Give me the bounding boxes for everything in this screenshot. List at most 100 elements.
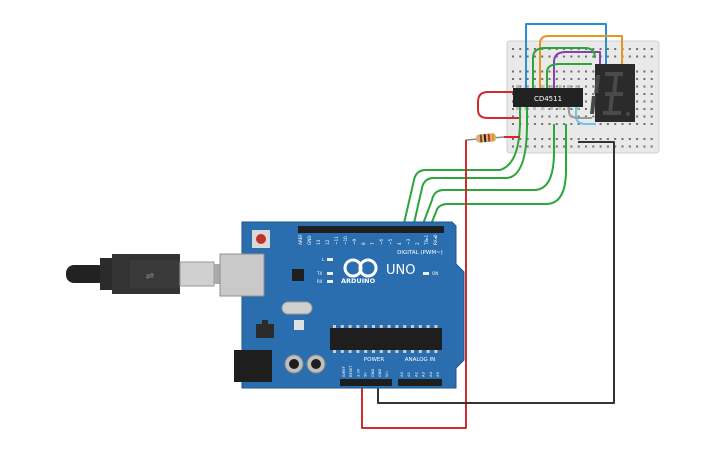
breadboard-hole[interactable] (643, 48, 646, 50)
breadboard-hole[interactable] (585, 100, 587, 103)
breadboard-hole[interactable] (636, 85, 639, 88)
breadboard-hole[interactable] (555, 115, 558, 118)
breadboard-hole[interactable] (606, 55, 609, 58)
breadboard-hole[interactable] (519, 70, 522, 73)
breadboard-hole[interactable] (533, 70, 536, 73)
breadboard-hole[interactable] (563, 145, 566, 148)
chip-pin[interactable] (541, 85, 545, 88)
breadboard-hole[interactable] (577, 55, 580, 58)
breadboard-hole[interactable] (541, 145, 544, 148)
breadboard-hole[interactable] (650, 108, 653, 110)
breadboard-hole[interactable] (570, 108, 573, 110)
breadboard-hole[interactable] (555, 138, 558, 140)
usb-cable[interactable]: ⇌ (66, 254, 220, 294)
breadboard-hole[interactable] (533, 48, 536, 50)
breadboard-hole[interactable] (585, 108, 587, 110)
breadboard-hole[interactable] (555, 108, 558, 110)
breadboard-hole[interactable] (643, 93, 646, 95)
breadboard-hole[interactable] (636, 70, 639, 73)
breadboard-hole[interactable] (599, 123, 602, 125)
wire-green-top2[interactable] (546, 63, 592, 88)
breadboard-hole[interactable] (555, 123, 558, 125)
resistor[interactable] (465, 133, 505, 143)
breadboard-hole[interactable] (592, 48, 595, 50)
wire-green-top1[interactable] (532, 47, 596, 88)
chip-pin[interactable] (516, 85, 519, 88)
breadboard-hole[interactable] (519, 78, 522, 80)
breadboard-hole[interactable] (592, 70, 595, 73)
breadboard-hole[interactable] (614, 55, 617, 58)
breadboard-hole[interactable] (585, 145, 587, 148)
breadboard-hole[interactable] (636, 115, 639, 118)
breadboard-hole[interactable] (650, 70, 653, 73)
breadboard-hole[interactable] (621, 145, 624, 148)
breadboard-hole[interactable] (526, 78, 529, 80)
breadboard-hole[interactable] (643, 85, 646, 88)
breadboard-hole[interactable] (533, 123, 536, 125)
breadboard-hole[interactable] (592, 55, 595, 58)
digital-header[interactable] (298, 226, 444, 233)
breadboard-hole[interactable] (512, 123, 514, 125)
breadboard-hole[interactable] (636, 78, 639, 80)
breadboard-hole[interactable] (548, 78, 551, 80)
breadboard-hole[interactable] (592, 115, 595, 118)
breadboard-hole[interactable] (570, 123, 573, 125)
breadboard-hole[interactable] (650, 145, 653, 148)
breadboard-hole[interactable] (643, 145, 646, 148)
breadboard-hole[interactable] (636, 48, 639, 50)
breadboard-hole[interactable] (526, 55, 529, 58)
wire-purple[interactable] (553, 51, 601, 88)
chip-pin[interactable] (516, 107, 519, 110)
breadboard-hole[interactable] (570, 85, 573, 88)
breadboard-hole[interactable] (650, 100, 653, 103)
breadboard-hole[interactable] (585, 78, 587, 80)
breadboard-hole[interactable] (636, 123, 639, 125)
breadboard-hole[interactable] (533, 145, 536, 148)
breadboard-hole[interactable] (563, 55, 566, 58)
breadboard-hole[interactable] (599, 138, 602, 140)
breadboard-hole[interactable] (512, 108, 514, 110)
breadboard-hole[interactable] (541, 55, 544, 58)
breadboard-hole[interactable] (548, 108, 551, 110)
breadboard-hole[interactable] (555, 70, 558, 73)
breadboard-hole[interactable] (519, 55, 522, 58)
breadboard-hole[interactable] (592, 78, 595, 80)
breadboard-hole[interactable] (563, 138, 566, 140)
breadboard-hole[interactable] (636, 138, 639, 140)
breadboard-hole[interactable] (512, 70, 514, 73)
breadboard-hole[interactable] (577, 115, 580, 118)
breadboard-hole[interactable] (585, 138, 587, 140)
breadboard-hole[interactable] (570, 78, 573, 80)
wire-lightblue[interactable] (575, 107, 596, 125)
wire-green-d3[interactable] (427, 124, 567, 233)
power-header[interactable] (340, 379, 392, 386)
breadboard-hole[interactable] (577, 78, 580, 80)
breadboard-hole[interactable] (650, 115, 653, 118)
chip-pin[interactable] (533, 85, 536, 88)
breadboard-hole[interactable] (548, 123, 551, 125)
breadboard-hole[interactable] (526, 138, 529, 140)
breadboard-hole[interactable] (599, 145, 602, 148)
breadboard-hole[interactable] (643, 115, 646, 118)
breadboard-hole[interactable] (577, 138, 580, 140)
breadboard-hole[interactable] (541, 70, 544, 73)
breadboard-hole[interactable] (577, 85, 580, 88)
breadboard-hole[interactable] (570, 138, 573, 140)
breadboard-hole[interactable] (519, 138, 522, 140)
breadboard-hole[interactable] (533, 138, 536, 140)
breadboard-hole[interactable] (570, 70, 573, 73)
breadboard-hole[interactable] (563, 85, 566, 88)
wire-green-d4[interactable] (419, 124, 555, 233)
breadboard-hole[interactable] (533, 115, 536, 118)
breadboard-hole[interactable] (599, 48, 602, 50)
breadboard-hole[interactable] (570, 145, 573, 148)
wire-green-d6[interactable] (401, 107, 521, 233)
breadboard-hole[interactable] (512, 48, 514, 50)
breadboard-hole[interactable] (650, 123, 653, 125)
breadboard-hole[interactable] (643, 70, 646, 73)
breadboard-hole[interactable] (563, 108, 566, 110)
breadboard-hole[interactable] (628, 138, 631, 140)
breadboard-hole[interactable] (548, 115, 551, 118)
analog-header[interactable] (398, 379, 442, 386)
breadboard-hole[interactable] (577, 123, 580, 125)
